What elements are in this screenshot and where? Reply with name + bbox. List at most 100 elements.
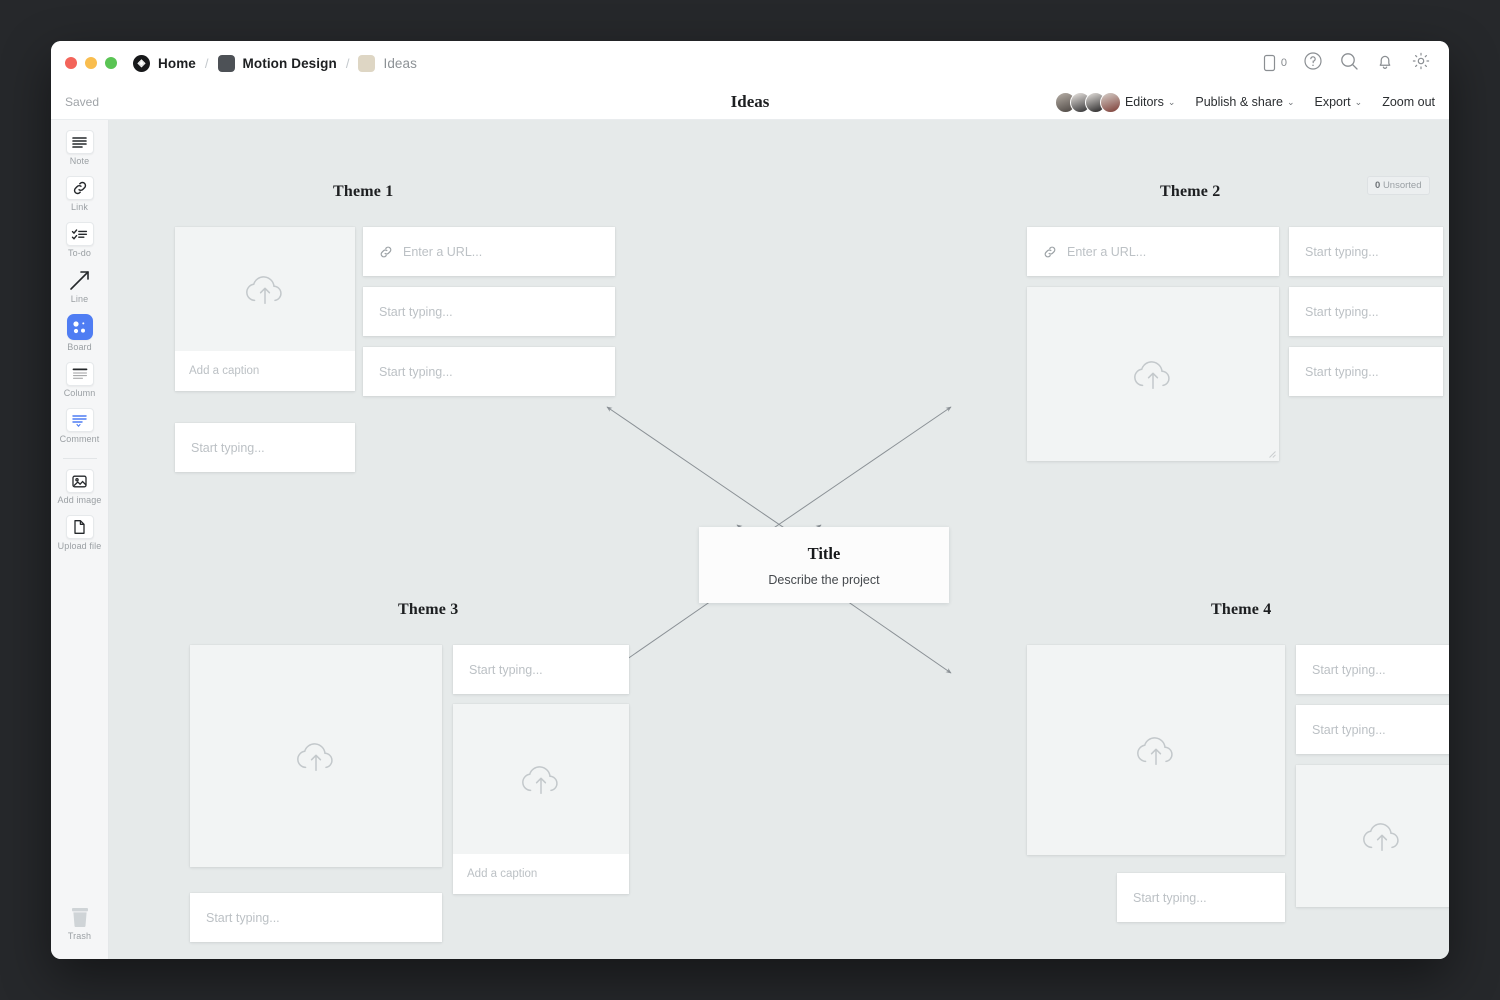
- trash-icon: [66, 905, 94, 929]
- image-card[interactable]: [1296, 765, 1449, 907]
- image-dropzone[interactable]: [175, 227, 355, 351]
- editors-menu[interactable]: Editors ⌄: [1054, 91, 1175, 113]
- sidebar-item-link[interactable]: Link: [54, 176, 106, 212]
- note-icon: [65, 130, 94, 154]
- sidebar-label-note: Note: [69, 156, 90, 166]
- breadcrumb-item-ideas[interactable]: Ideas: [358, 54, 417, 72]
- note-card[interactable]: Start typing...: [1289, 287, 1443, 336]
- maximize-window-button[interactable]: [105, 57, 117, 69]
- sidebar-label-add-image: Add image: [57, 495, 102, 505]
- breadcrumb-item-home[interactable]: ◈ Home: [133, 54, 196, 72]
- cloud-upload-icon: [297, 743, 333, 771]
- comment-icon: [65, 408, 94, 432]
- note-card[interactable]: Start typing...: [1296, 645, 1449, 694]
- sidebar-item-note[interactable]: Note: [54, 130, 106, 166]
- publish-share-label: Publish & share: [1195, 95, 1283, 109]
- breadcrumb-item-motion-design[interactable]: Motion Design: [217, 54, 337, 72]
- publish-share-menu[interactable]: Publish & share ⌄: [1195, 95, 1294, 109]
- project-title: Title: [807, 543, 841, 563]
- unsorted-badge[interactable]: 0 Unsorted: [1367, 176, 1430, 195]
- sidebar-item-add-image[interactable]: Add image: [54, 469, 106, 505]
- cloud-upload-icon: [1362, 823, 1399, 851]
- sidebar-item-trash[interactable]: Trash: [54, 905, 106, 941]
- cloud-upload-icon: [1134, 361, 1170, 389]
- image-dropzone[interactable]: [190, 645, 442, 867]
- search-icon[interactable]: [1339, 51, 1359, 76]
- breadcrumb-separator-2: /: [345, 55, 350, 71]
- note-card[interactable]: Start typing...: [363, 347, 615, 396]
- note-card[interactable]: Start typing...: [190, 893, 442, 942]
- image-card[interactable]: Add a caption: [453, 704, 629, 894]
- image-card[interactable]: [1027, 645, 1285, 855]
- sidebar-item-todo[interactable]: To-do: [54, 222, 106, 258]
- image-dropzone[interactable]: [1296, 765, 1449, 907]
- export-label: Export: [1314, 95, 1351, 109]
- sidebar-divider: [62, 458, 97, 459]
- note-card[interactable]: Start typing...: [1289, 227, 1443, 276]
- folder-dark-icon: [217, 54, 235, 72]
- caption-placeholder: Add a caption: [467, 868, 538, 880]
- notifications-bell-icon[interactable]: [1375, 51, 1395, 76]
- image-card[interactable]: Add a caption: [175, 227, 355, 391]
- link-card[interactable]: Enter a URL...: [1027, 227, 1279, 276]
- zoom-out-button[interactable]: Zoom out: [1382, 95, 1435, 109]
- app-window: ◈ Home / Motion Design / Ideas 0: [51, 41, 1449, 959]
- note-placeholder: Start typing...: [1312, 722, 1386, 737]
- cloud-upload-icon: [1137, 737, 1173, 765]
- column-icon: [65, 362, 94, 386]
- minimize-window-button[interactable]: [85, 57, 97, 69]
- mobile-preview-button[interactable]: 0: [1262, 53, 1287, 73]
- todo-checklist-icon: [65, 222, 94, 246]
- titlebar: ◈ Home / Motion Design / Ideas 0: [51, 41, 1449, 85]
- image-dropzone[interactable]: [1027, 287, 1279, 461]
- sidebar-item-comment[interactable]: Comment: [54, 408, 106, 444]
- settings-gear-icon[interactable]: [1411, 51, 1431, 76]
- export-menu[interactable]: Export ⌄: [1315, 95, 1363, 109]
- image-dropzone[interactable]: [1027, 645, 1285, 855]
- chevron-down-icon: ⌄: [1354, 96, 1363, 107]
- note-card[interactable]: Start typing...: [1117, 873, 1285, 922]
- link-icon: [65, 176, 94, 200]
- editor-avatars[interactable]: [1054, 91, 1121, 113]
- breadcrumb-label-home: Home: [158, 55, 196, 71]
- note-card[interactable]: Start typing...: [1296, 705, 1449, 754]
- sidebar-label-trash: Trash: [67, 931, 92, 941]
- chevron-down-icon: ⌄: [1286, 96, 1295, 107]
- theme-title-3: Theme 3: [398, 601, 459, 618]
- close-window-button[interactable]: [65, 57, 77, 69]
- note-card[interactable]: Start typing...: [1289, 347, 1443, 396]
- board-canvas[interactable]: Theme 1 Add a caption Start typing... En…: [109, 120, 1449, 959]
- note-card[interactable]: Start typing...: [175, 423, 355, 472]
- image-card[interactable]: [1027, 287, 1279, 461]
- sidebar-label-comment: Comment: [59, 434, 100, 444]
- project-description: Describe the project: [768, 572, 880, 587]
- line-arrow-icon: [66, 268, 94, 292]
- image-card[interactable]: [190, 645, 442, 867]
- window-controls[interactable]: [65, 57, 117, 69]
- sidebar-item-board[interactable]: Board: [54, 314, 106, 352]
- sidebar-item-line[interactable]: Line: [54, 268, 106, 304]
- sidebar-label-column: Column: [63, 388, 96, 398]
- avatar: [1099, 91, 1121, 113]
- note-card[interactable]: Start typing...: [363, 287, 615, 336]
- note-placeholder: Start typing...: [1305, 244, 1379, 259]
- document-toolbar: Saved Ideas Editors ⌄ Publish & share ⌄ …: [51, 85, 1449, 120]
- sidebar-label-upload-file: Upload file: [57, 541, 102, 551]
- project-title-card[interactable]: Title Describe the project: [699, 527, 949, 603]
- note-placeholder: Start typing...: [1305, 304, 1379, 319]
- image-caption[interactable]: Add a caption: [175, 351, 355, 391]
- image-dropzone[interactable]: [453, 704, 629, 854]
- link-card[interactable]: Enter a URL...: [363, 227, 615, 276]
- add-image-icon: [65, 469, 94, 493]
- sidebar-item-column[interactable]: Column: [54, 362, 106, 398]
- sidebar-item-upload-file[interactable]: Upload file: [54, 515, 106, 551]
- image-caption[interactable]: Add a caption: [453, 854, 629, 894]
- mobile-preview-count: 0: [1280, 57, 1287, 69]
- titlebar-actions: 0: [1262, 51, 1435, 76]
- help-icon[interactable]: [1303, 51, 1323, 76]
- note-card[interactable]: Start typing...: [453, 645, 629, 694]
- resize-handle[interactable]: [1266, 448, 1276, 458]
- unsorted-label: Unsorted: [1382, 180, 1422, 191]
- url-placeholder: Enter a URL...: [1067, 244, 1147, 259]
